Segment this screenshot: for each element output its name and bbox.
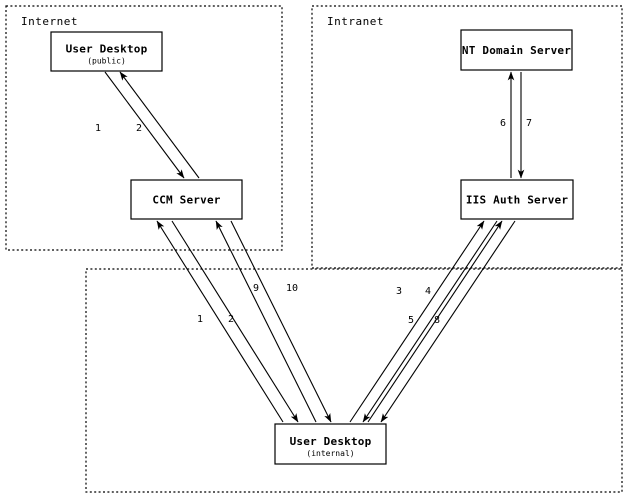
flow-3-user-desktop-internal-to-iis-auth-server: 3	[349, 220, 485, 423]
flow-arrow-2-3	[171, 220, 299, 423]
flow-arrow-10-11	[230, 220, 332, 423]
flow-arrow-1-2	[156, 220, 284, 423]
node-box-user-desktop-internal[interactable]	[274, 423, 387, 465]
flow-1-user-desktop-public-to-ccm-server: 1	[95, 71, 185, 179]
node-title-user-desktop-internal: User Desktop	[290, 435, 372, 448]
flow-arrow-8-7	[380, 220, 516, 423]
flow-arrow-3-4	[349, 220, 485, 423]
flow-step-label-8-7: 8	[434, 315, 440, 326]
node-title-ccm-server: CCM Server	[152, 194, 220, 207]
zone-label-internet: Internet	[21, 15, 78, 28]
flow-2-ccm-server-to-user-desktop-public: 2	[119, 71, 200, 179]
flow-arrow-2-1	[119, 71, 200, 179]
flow-step-label-2-3: 2	[228, 314, 234, 325]
flow-step-label-6-8: 6	[500, 118, 506, 129]
node-box-iis-auth-server[interactable]	[460, 179, 574, 220]
zone-internet: Internet	[5, 5, 283, 251]
zone-internal	[85, 268, 623, 493]
node-ccm-server[interactable]: CCM Server	[130, 179, 243, 220]
flow-step-label-7-9: 7	[526, 118, 532, 129]
flow-7-nt-domain-server-to-iis-auth-server: 7	[517, 72, 532, 179]
zones-group: Internet Intranet	[5, 5, 623, 493]
node-title-nt-domain-server: NT Domain Server	[462, 44, 571, 57]
flow-step-label-1-0: 1	[95, 123, 101, 134]
node-title-iis-auth-server: IIS Auth Server	[466, 194, 569, 207]
zone-border-internet	[5, 5, 283, 251]
flow-1-user-desktop-internal-to-ccm-server: 1	[156, 220, 284, 423]
zone-label-intranet: Intranet	[327, 15, 384, 28]
flow-arrow-4-5	[362, 220, 498, 423]
flow-4-iis-auth-server-to-user-desktop-internal: 4	[362, 220, 498, 423]
flow-step-label-10-11: 10	[286, 283, 298, 294]
node-iis-auth-server[interactable]: IIS Auth Server	[460, 179, 574, 220]
flow-2-ccm-server-to-user-desktop-internal: 2	[171, 220, 299, 423]
flow-10-ccm-server-to-user-desktop-internal: 10	[230, 220, 332, 423]
flow-6-iis-auth-server-to-nt-domain-server: 6	[500, 71, 515, 178]
flow-step-label-1-2: 1	[197, 314, 203, 325]
flow-5-user-desktop-internal-to-iis-auth-server: 5	[367, 220, 503, 423]
node-subtitle-user-desktop-internal: (internal)	[306, 449, 354, 458]
flow-step-label-2-1: 2	[136, 123, 142, 134]
node-box-nt-domain-server[interactable]	[460, 29, 573, 71]
flows-group: 1 2 1 2 3 4 5 8 6 7 9 10	[95, 71, 532, 423]
flow-step-label-5-6: 5	[408, 315, 414, 326]
flow-step-label-3-4: 3	[396, 286, 402, 297]
flow-step-label-4-5: 4	[425, 286, 431, 297]
node-box-ccm-server[interactable]	[130, 179, 243, 220]
flow-arrow-5-6	[367, 220, 503, 423]
zone-border-intranet	[311, 5, 623, 269]
flow-9-user-desktop-internal-to-ccm-server: 9	[215, 220, 317, 423]
flow-step-label-9-10: 9	[253, 283, 259, 294]
flow-8-iis-auth-server-to-user-desktop-internal: 8	[380, 220, 516, 423]
zone-border-internal	[85, 268, 623, 493]
zone-intranet: Intranet	[311, 5, 623, 269]
node-box-user-desktop-public[interactable]	[50, 31, 163, 72]
flow-arrow-1-0	[104, 71, 185, 179]
node-title-user-desktop-public: User Desktop	[66, 43, 148, 56]
flow-arrow-9-10	[215, 220, 317, 423]
node-subtitle-user-desktop-public: (public)	[87, 57, 126, 66]
node-user-desktop-public[interactable]: User Desktop(public)	[50, 31, 163, 72]
node-user-desktop-internal[interactable]: User Desktop(internal)	[274, 423, 387, 465]
node-nt-domain-server[interactable]: NT Domain Server	[460, 29, 573, 71]
